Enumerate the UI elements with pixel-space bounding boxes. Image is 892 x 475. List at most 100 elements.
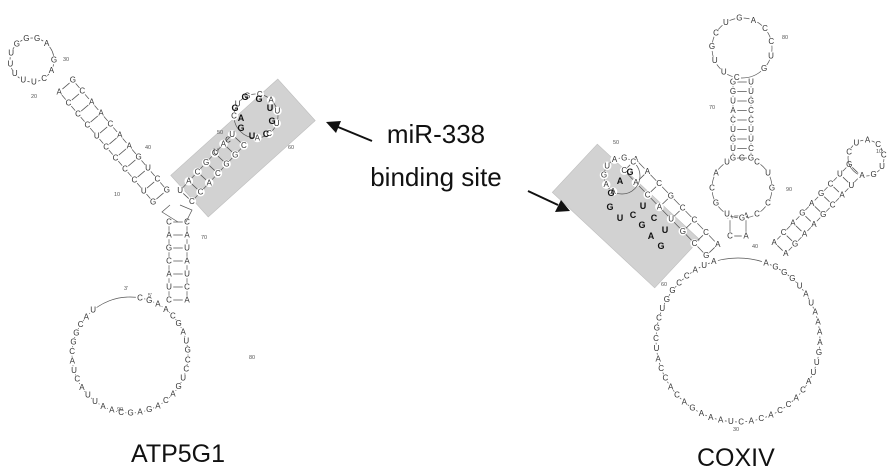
nucleotide: A (803, 289, 809, 298)
nucleotide: C (781, 228, 787, 237)
nucleotide: U (7, 59, 13, 68)
nucleotide: U (229, 130, 235, 139)
nucleotide: G (689, 404, 695, 413)
nucleotide: G (176, 319, 182, 328)
nucleotide: A (155, 401, 161, 410)
atp5g1-pos-80: 80 (249, 355, 255, 361)
nucleotide: C (676, 278, 682, 287)
nucleotide: C (137, 293, 143, 302)
annotation-line-1: miR-338 (387, 119, 485, 149)
nucleotide: U (808, 298, 814, 307)
nucleotide: A (181, 327, 187, 336)
nucleotide: U (31, 77, 37, 86)
nucleotide: A (109, 406, 115, 415)
nucleotide: C (266, 129, 272, 138)
nucleotide: A (656, 354, 662, 363)
nucleotide: C (108, 120, 114, 129)
nucleotide: C (674, 390, 680, 399)
nucleotide: A (743, 212, 749, 221)
nucleotide: G (23, 34, 29, 43)
nucleotide: A (70, 356, 76, 365)
nucleotide: A (715, 240, 721, 249)
nucleotide: A (100, 402, 106, 411)
nucleotide: U (748, 78, 754, 87)
atp5g1-binding-site-bases: G G U G C U G A G C U (213, 92, 275, 157)
nucleotide: A (743, 232, 749, 241)
nucleotide: G (792, 239, 798, 248)
nucleotide: C (122, 164, 128, 173)
nucleotide: U (71, 366, 77, 375)
nucleotide: U (721, 67, 727, 76)
nucleotide: A (84, 312, 90, 321)
nucleotide: A (708, 413, 714, 422)
nucleotide: C (658, 364, 664, 373)
nucleotide: G (781, 268, 787, 277)
nucleotide: C (703, 228, 709, 237)
nucleotide: U (8, 49, 14, 58)
nucleotide: A (255, 133, 261, 142)
nucleotide: A (56, 87, 62, 96)
nucleotide: G (730, 78, 736, 87)
annotation-line-2: binding site (370, 162, 502, 192)
nucleotide: U (145, 164, 151, 173)
nucleotide: G (654, 324, 660, 333)
nucleotide: G (73, 328, 79, 337)
nucleotide: U (274, 119, 280, 128)
nucleotide: G (703, 251, 709, 260)
nucleotide: A (645, 167, 651, 176)
nucleotide: U (668, 215, 674, 224)
nucleotide: C (800, 386, 806, 395)
atp5g1-pos-70: 70 (201, 235, 207, 241)
nucleotide: U (765, 169, 771, 178)
nucleotide: G (668, 191, 674, 200)
nucleotide: G (789, 274, 795, 283)
nucleotide: G (223, 160, 229, 169)
nucleotide: A (49, 66, 55, 75)
nucleotide: C (762, 24, 768, 33)
arrow-to-atp5g1-site (326, 121, 373, 142)
nucleotide: C (166, 296, 172, 305)
nucleotide: U (748, 125, 754, 134)
nucleotide: C (830, 200, 836, 209)
nucleotide: G (51, 56, 57, 65)
nucleotide: G (601, 171, 607, 180)
nucleotide: U (728, 417, 734, 426)
nucleotide: U (90, 306, 96, 315)
nucleotide: C (131, 175, 137, 184)
nucleotide: C (692, 239, 698, 248)
coxiv-pos-50: 50 (613, 140, 619, 146)
arrow-to-coxiv-site (527, 190, 570, 212)
coxiv-site-base: C (630, 210, 637, 220)
nucleotide: C (630, 157, 636, 166)
nucleotide: U (180, 374, 186, 383)
nucleotide: U (654, 344, 660, 353)
nucleotide: U (604, 161, 610, 170)
nucleotide: C (846, 147, 852, 156)
nucleotide: G (736, 14, 742, 23)
nucleotide: G (150, 197, 156, 206)
coxiv-pos-40: 40 (752, 244, 758, 250)
nucleotide: C (163, 396, 169, 405)
nucleotide: U (748, 135, 754, 144)
nucleotide: U (92, 397, 98, 406)
nucleotide: G (664, 295, 670, 304)
coxiv-binding-site-bases: G A G G U C G U A C G U (606, 167, 668, 251)
nucleotide: A (163, 305, 169, 314)
coxiv-site-base: A (648, 231, 655, 241)
atp5g1-site-base: U (213, 148, 219, 157)
nucleotide: C (691, 216, 697, 225)
nucleotide: A (817, 328, 823, 337)
nucleotide: G (730, 154, 736, 163)
atp5g1-five-prime: 5' (148, 293, 152, 299)
nucleotide: U (879, 162, 885, 171)
nucleotide: U (184, 244, 190, 253)
nucleotide: A (207, 178, 213, 187)
nucleotide: G (769, 184, 775, 193)
nucleotide: G (739, 214, 745, 223)
atp5g1-pos-20: 20 (31, 94, 37, 100)
nucleotide: G (761, 64, 767, 73)
atp5g1-site-base: A (238, 113, 245, 123)
coxiv-site-base: G (626, 167, 633, 177)
nucleotide: C (184, 218, 190, 227)
coxiv-site-base: G (607, 188, 614, 198)
